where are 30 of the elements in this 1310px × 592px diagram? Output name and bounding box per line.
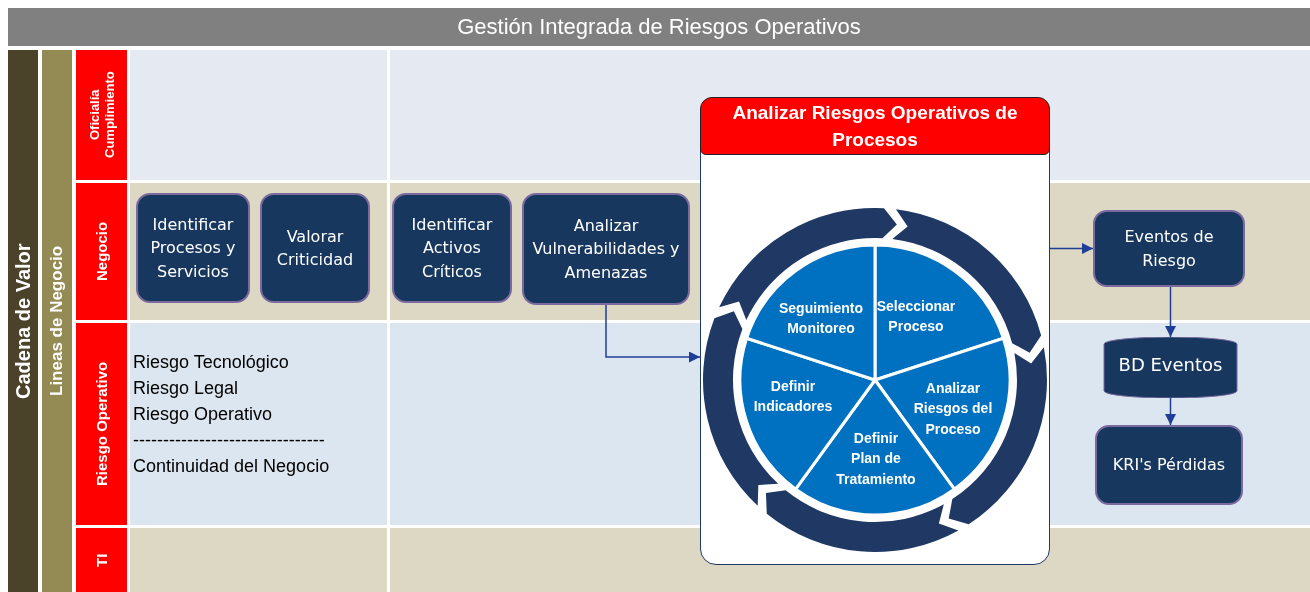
swimlane-band: Cadena de Valor	[8, 50, 38, 592]
arrow	[605, 304, 701, 363]
lane-header: Negocio	[76, 183, 127, 320]
process-box: Analizar Vulnerabilidades y Amenazas	[522, 193, 690, 305]
slice-label: Definir Plan de Tratamiento	[836, 428, 916, 489]
process-box: Eventos de Riesgo	[1093, 210, 1245, 287]
slice-label: Analizar Riesgos del Proceso	[913, 378, 993, 439]
node-label: BD Eventos	[1117, 354, 1224, 375]
title-bar: Gestión Integrada de Riesgos Operativos	[8, 8, 1310, 46]
process-box: Valorar Criticidad	[260, 193, 370, 303]
risk-type-text: Riesgo Operativo	[133, 403, 273, 425]
slice-label: Seguimiento Monitoreo	[779, 298, 863, 338]
risk-type-text: Continuidad del Negocio	[133, 455, 330, 477]
swimlane-band: Lineas de Negocio	[42, 50, 72, 592]
process-box: KRI's Pérdidas	[1095, 425, 1243, 505]
process-box: Identificar Activos Críticos	[392, 193, 512, 303]
lane-header: Riesgo Operativo	[76, 323, 127, 525]
panel-header: Analizar Riesgos Operativos de Procesos	[700, 97, 1050, 155]
arrow	[1049, 243, 1094, 254]
dashed-separator-text: --------------------------------	[133, 429, 325, 451]
slice-label: Definir Indicadores	[753, 376, 833, 416]
lane-header: Oficialía Cumplimiento	[76, 50, 127, 180]
arrow	[1165, 286, 1176, 338]
lane-header: TI	[76, 528, 127, 592]
process-panel	[700, 97, 1050, 565]
risk-type-text: Riesgo Tecnológico	[133, 351, 289, 373]
arrow	[1165, 397, 1176, 426]
slice-label: Seleccionar Proceso	[876, 296, 956, 336]
process-box: Identificar Procesos y Servicios	[136, 193, 250, 303]
risk-type-text: Riesgo Legal	[133, 377, 239, 399]
